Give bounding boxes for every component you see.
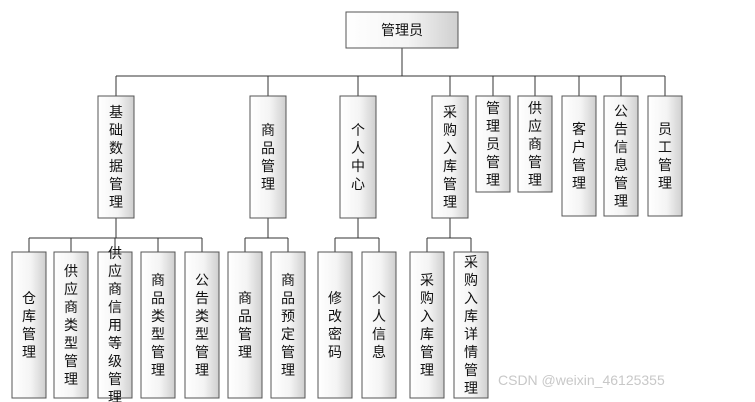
level1-geren-label: 个人中心 (351, 123, 365, 193)
level2-node-9-box (409, 251, 445, 399)
level1-guanliyuan-label: 管理员管理 (486, 101, 500, 189)
level2-node-2-label: 供应商信用等级管理 (108, 246, 122, 402)
root-node-box (345, 11, 459, 49)
level1-yuangong-label: 员工管理 (658, 122, 672, 192)
level1-shangpin-box (249, 95, 287, 219)
level1-gonggao-box (603, 95, 639, 217)
level2-node-4-box (184, 251, 220, 399)
level2-node-3-label: 商品类型管理 (151, 273, 165, 379)
level2-node-4-label: 公告类型管理 (195, 273, 209, 379)
level2-node-5-box (227, 251, 263, 399)
level2-node-1-box (53, 251, 89, 399)
diagram-nodes: 管理员基础数据管理商品管理个人中心采购入库管理管理员管理供应商管理客户管理公告信… (11, 11, 683, 402)
level2-node-7-box (317, 251, 353, 399)
level1-gongyingshang-label: 供应商管理 (528, 101, 542, 189)
level1-geren-box (339, 95, 377, 219)
level2-node-5-label: 商品管理 (238, 291, 252, 361)
level2-node-10-box (453, 251, 489, 399)
level2-node-10-label: 采购入库详情管理 (464, 255, 478, 397)
level2-node-6-box (270, 251, 306, 399)
level1-guanliyuan-box (475, 95, 511, 193)
level1-caigou-label: 采购入库管理 (443, 105, 457, 211)
level1-caigou-box (431, 95, 469, 219)
level1-jichu-box (97, 95, 135, 219)
level1-yuangong-box (647, 95, 683, 217)
level1-gonggao-label: 公告信息管理 (614, 104, 628, 210)
connector-lines (28, 48, 666, 252)
level1-shangpin-label: 商品管理 (261, 123, 275, 193)
level1-kehu-box (561, 95, 597, 217)
level2-node-6-label: 商品预定管理 (281, 273, 295, 379)
level2-node-3-box (140, 251, 176, 399)
level1-gongyingshang-box (517, 95, 553, 193)
watermark: CSDN @weixin_46125355 (498, 372, 665, 388)
level2-node-1-label: 供应商类型管理 (64, 264, 78, 388)
level2-node-8-label: 个人信息 (372, 291, 386, 361)
root-node-label: 管理员 (381, 23, 423, 39)
level2-node-7-label: 修改密码 (328, 291, 342, 361)
level2-node-0-label: 仓库管理 (22, 291, 36, 361)
level1-kehu-label: 客户管理 (572, 121, 586, 192)
level2-node-2-box (97, 251, 133, 399)
level1-jichu-label: 基础数据管理 (109, 104, 123, 211)
level2-node-9-label: 采购入库管理 (420, 273, 434, 379)
level2-node-8-box (361, 251, 397, 399)
level2-node-0-box (11, 251, 47, 399)
